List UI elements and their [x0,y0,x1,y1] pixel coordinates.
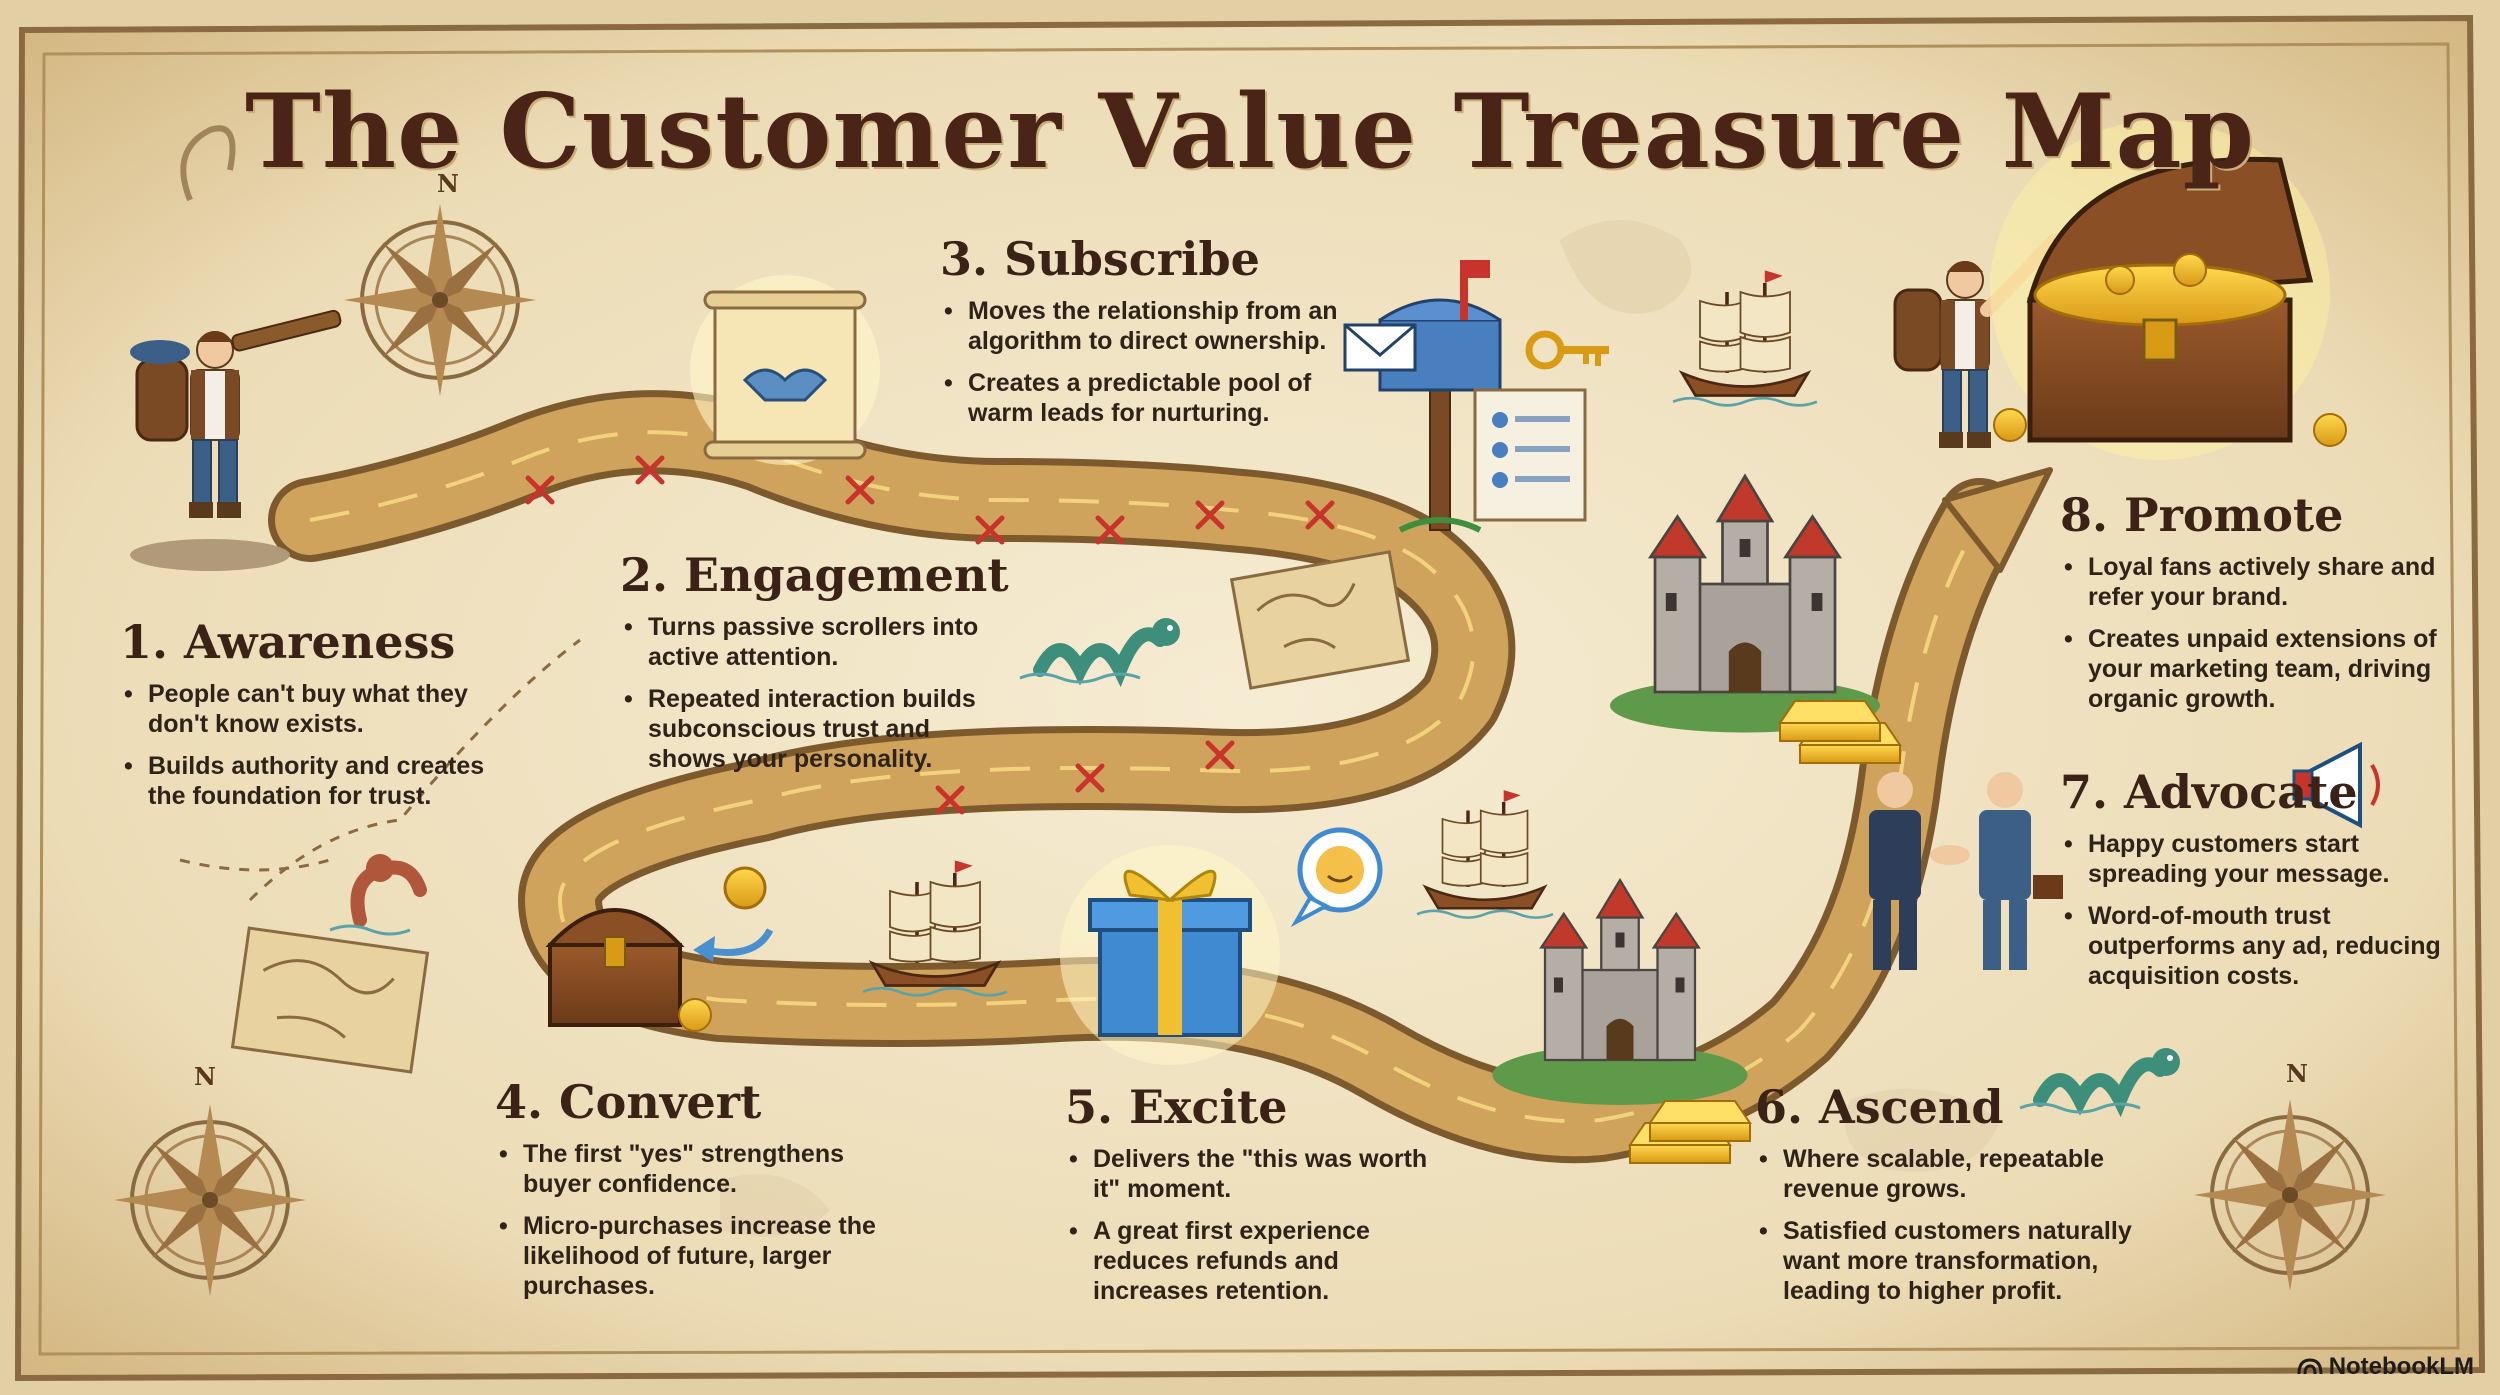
step-ascend: 6. Ascend Where scalable, repeatable rev… [1755,1080,2165,1318]
step-convert: 4. Convert The first "yes" strengthens b… [495,1075,885,1313]
step-subscribe: 3. Subscribe Moves the relationship from… [940,232,1340,440]
step-heading: 5. Excite [1065,1080,1288,1134]
step-heading: 2. Engagement [620,548,1009,602]
step-heading: 3. Subscribe [940,232,1260,286]
step-heading: 7. Advocate [2060,765,2358,819]
step-heading: 1. Awareness [120,615,456,669]
step-heading: 4. Convert [495,1075,762,1129]
page-title: The Customer Value Treasure Map [245,72,2255,192]
notebooklm-watermark: NotebookLM [2297,1353,2474,1381]
notebooklm-logo-icon [2297,1358,2323,1375]
step-bullet: Loyal fans actively share and refer your… [2060,552,2440,612]
step-heading: 8. Promote [2060,488,2344,542]
step-bullet: Builds authority and creates the foundat… [120,751,500,811]
step-bullet: Happy customers start spreading your mes… [2060,829,2460,889]
step-bullet: Word-of-mouth trust outperforms any ad, … [2060,901,2460,991]
step-bullet: Delivers the "this was worth it" moment. [1065,1144,1445,1204]
step-bullet: Creates unpaid extensions of your market… [2060,624,2440,714]
step-excite: 5. Excite Delivers the "this was worth i… [1065,1080,1445,1318]
step-awareness: 1. Awareness People can't buy what they … [120,615,500,823]
step-bullet: Repeated interaction builds subconscious… [620,684,1000,774]
step-bullet: The first "yes" strengthens buyer confid… [495,1139,885,1199]
step-bullet: Moves the relationship from an algorithm… [940,296,1340,356]
step-bullet: Where scalable, repeatable revenue grows… [1755,1144,2165,1204]
step-bullet: A great first experience reduces refunds… [1065,1216,1445,1306]
step-bullet: Micro-purchases increase the likelihood … [495,1211,885,1301]
step-promote: 8. Promote Loyal fans actively share and… [2060,488,2440,726]
brand-label: NotebookLM [2328,1353,2474,1380]
step-bullet: People can't buy what they don't know ex… [120,679,500,739]
step-bullet: Creates a predictable pool of warm leads… [940,368,1340,428]
step-bullet: Turns passive scrollers into active atte… [620,612,1000,672]
step-heading: 6. Ascend [1755,1080,2004,1134]
step-engagement: 2. Engagement Turns passive scrollers in… [620,548,1009,786]
step-bullet: Satisfied customers naturally want more … [1755,1216,2165,1306]
step-advocate: 7. Advocate Happy customers start spread… [2060,765,2460,1003]
